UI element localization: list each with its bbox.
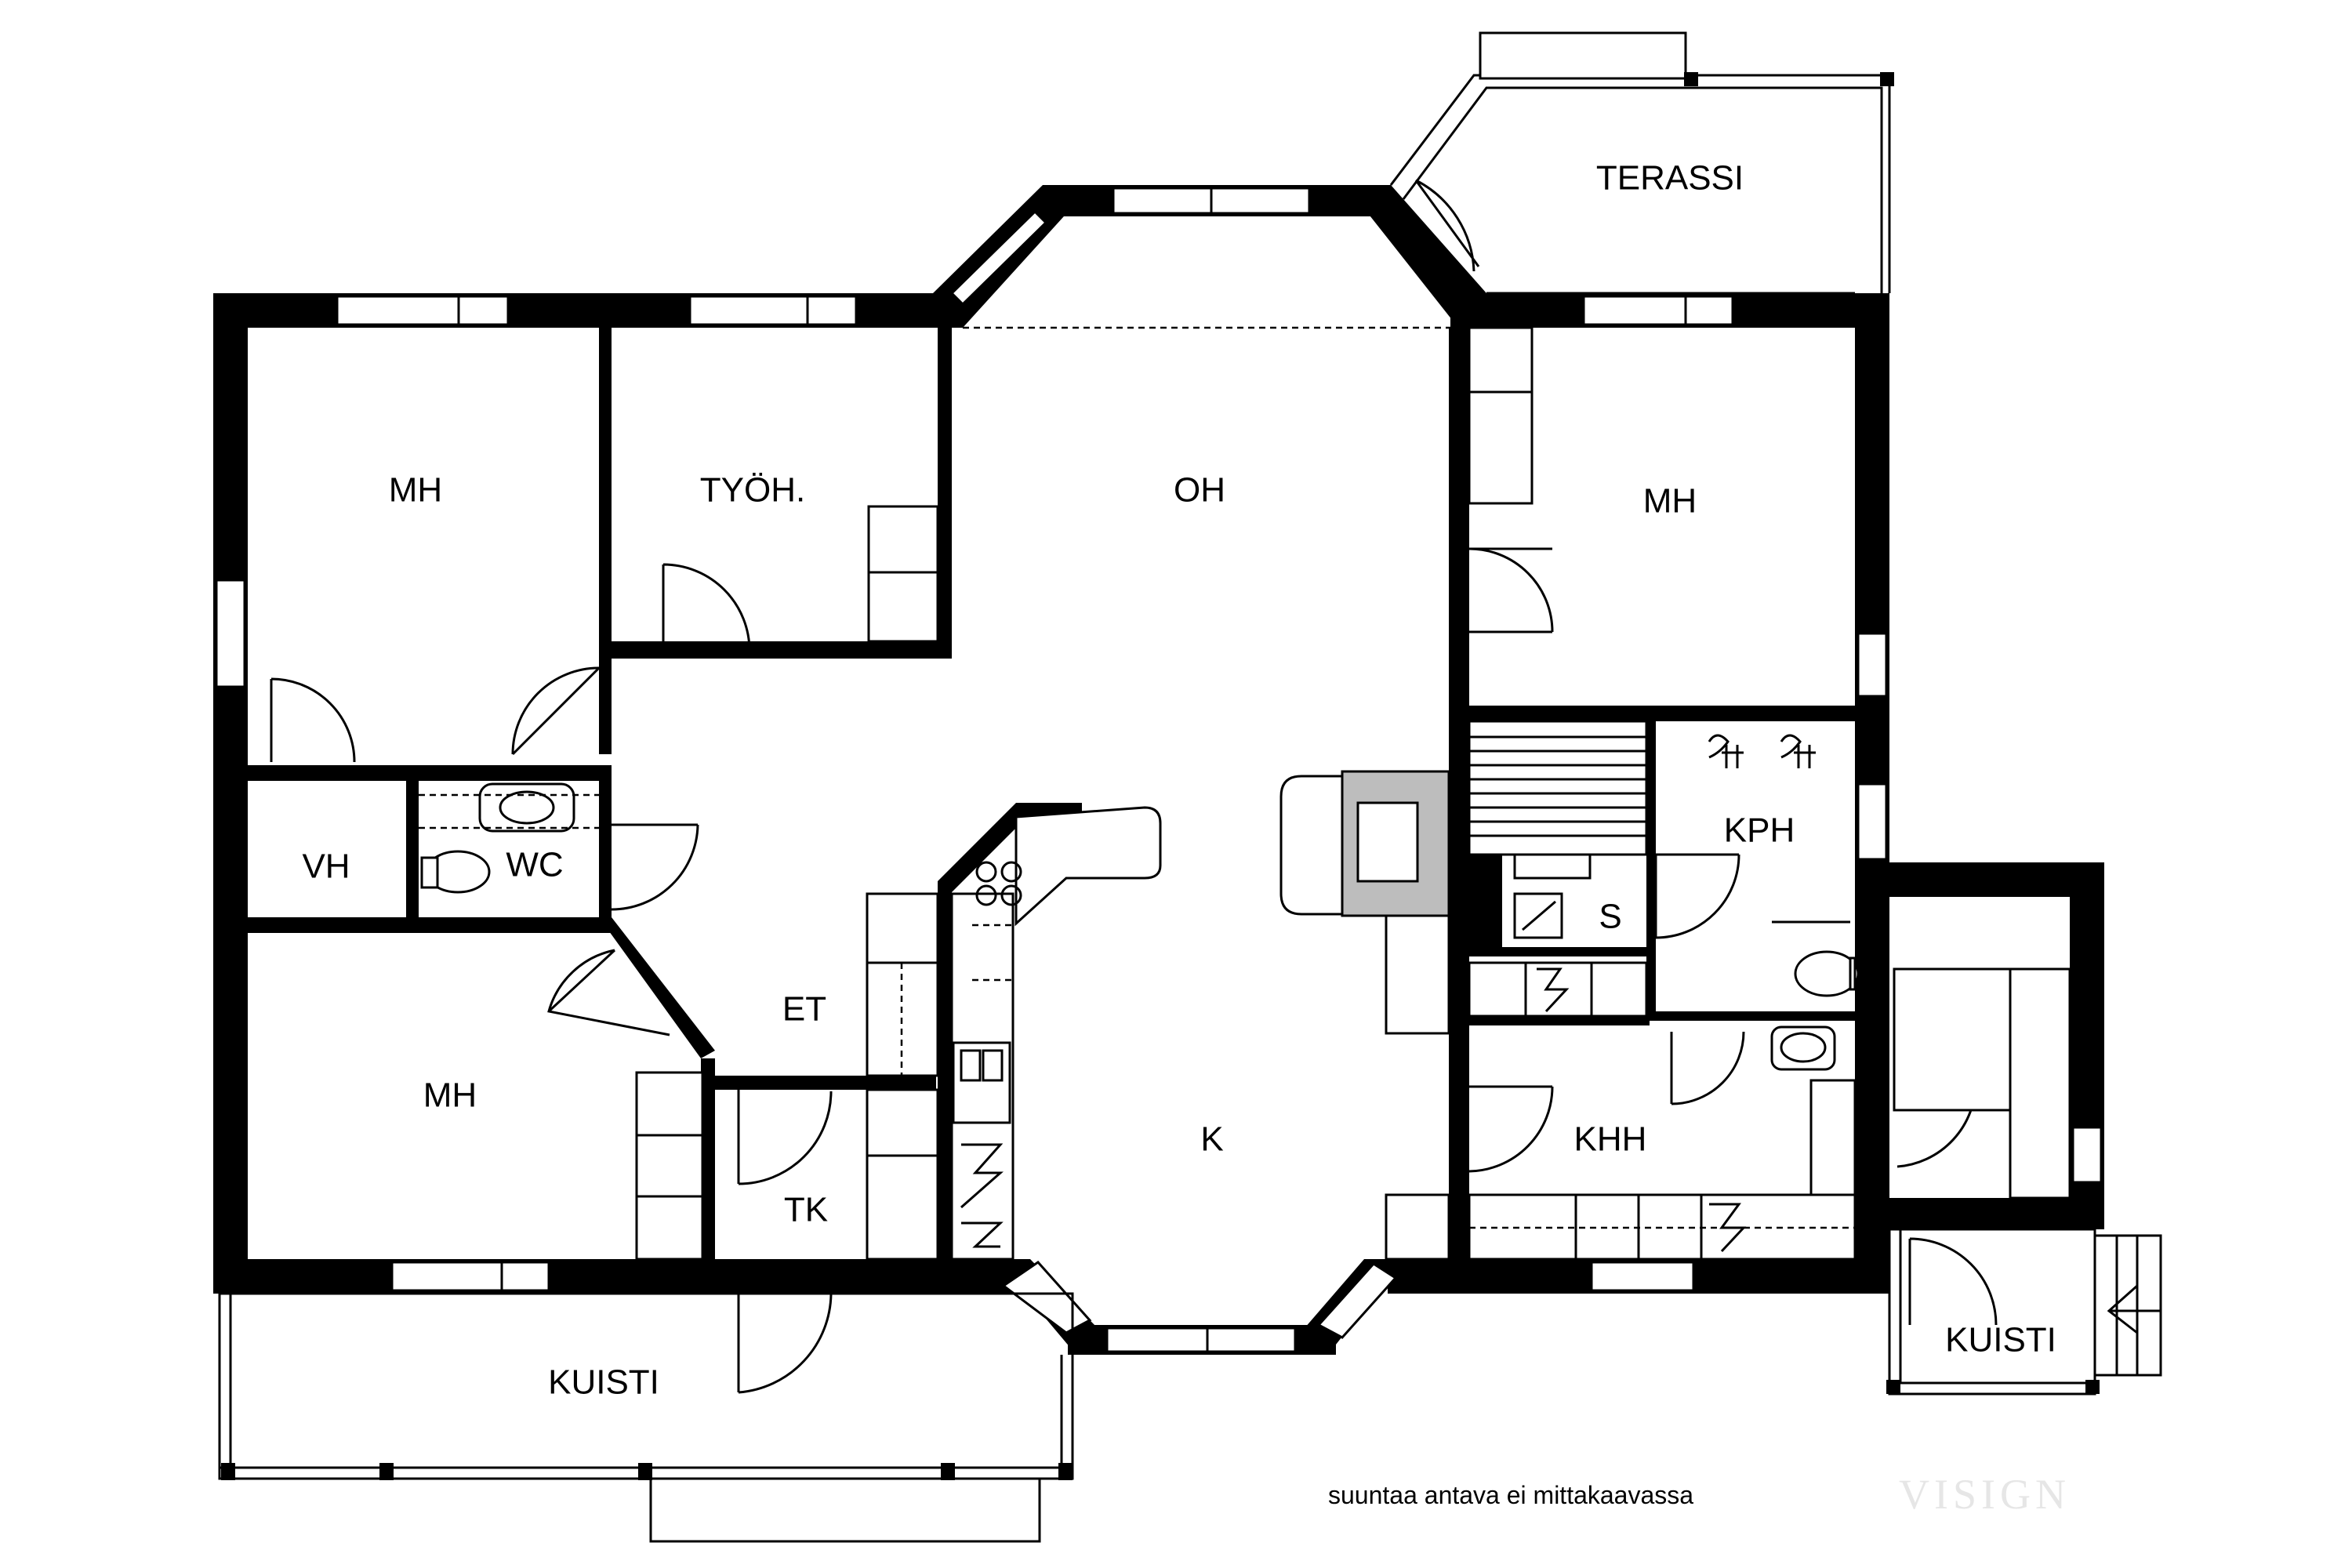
doors bbox=[270, 179, 1998, 1394]
room-label-k: K bbox=[1200, 1120, 1223, 1159]
room-label-tyoh: TYÖH. bbox=[700, 471, 805, 510]
room-label-terassi: TERASSI bbox=[1596, 159, 1744, 198]
room-label-mh-top-left: MH bbox=[389, 471, 442, 510]
main-porch-outline bbox=[218, 1292, 1074, 1543]
fixtures bbox=[419, 326, 2071, 1261]
room-label-kph: KPH bbox=[1724, 811, 1795, 850]
room-label-et: ET bbox=[782, 990, 826, 1029]
room-label-oh: OH bbox=[1174, 471, 1225, 510]
room-label-kuisti-side: KUISTI bbox=[1945, 1321, 2056, 1359]
terrace-outline bbox=[1389, 31, 1894, 295]
scale-note: suuntaa antava ei mittakaavassa bbox=[1328, 1481, 1693, 1509]
room-label-wc: WC bbox=[506, 846, 563, 884]
room-label-vh: VH bbox=[302, 848, 350, 886]
interior-walls bbox=[248, 328, 1889, 1294]
room-label-tk: TK bbox=[784, 1191, 828, 1229]
room-label-mh-right: MH bbox=[1643, 482, 1697, 521]
watermark: VISIGN bbox=[1899, 1471, 2071, 1518]
windows bbox=[215, 187, 2103, 1353]
room-labels: MH TYÖH. OH TERASSI MH VH WC KPH S ET MH… bbox=[302, 159, 2056, 1402]
side-porch-outline bbox=[1886, 1228, 2162, 1396]
room-label-s: S bbox=[1599, 898, 1621, 936]
room-label-khh: KHH bbox=[1574, 1120, 1647, 1159]
room-label-kuisti-main: KUISTI bbox=[548, 1363, 659, 1402]
room-label-mh-bottom-left: MH bbox=[423, 1076, 477, 1115]
